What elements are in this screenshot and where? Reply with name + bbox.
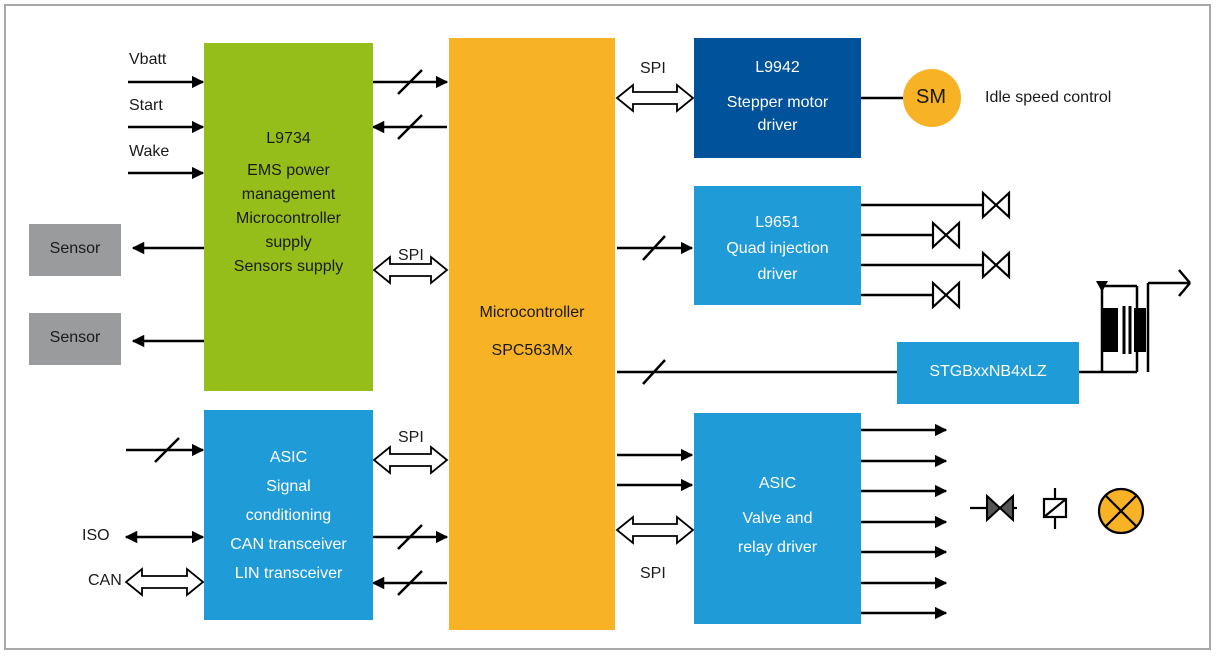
igbt-label: STGBxxNB4xLZ [929, 363, 1047, 380]
signal-asic-line: CAN transceiver [230, 536, 347, 553]
spi-label-power: SPI [398, 247, 424, 264]
spi-arrow-power [372, 255, 449, 285]
sensor-box-2: Sensor [29, 313, 121, 365]
power-block-line: Sensors supply [233, 258, 344, 275]
injection-line: L9651 [755, 214, 800, 231]
power-block-line: management [241, 186, 336, 203]
power-block-line: Microcontroller [236, 210, 341, 227]
injector-valve-icons [931, 190, 1011, 310]
signal-asic-line: LIN transceiver [234, 565, 343, 582]
signal-asic-line: conditioning [245, 507, 332, 524]
can-label: CAN [88, 572, 122, 589]
signal-asic-line: ASIC [269, 449, 308, 466]
vbatt-label: Vbatt [129, 51, 167, 68]
diagram-frame [4, 4, 1211, 650]
sensor-box-1: Sensor [29, 224, 121, 276]
motor-caption: Idle speed control [985, 89, 1112, 106]
spi-label-stepper: SPI [640, 60, 666, 77]
start-label: Start [129, 97, 163, 114]
injection-line: Quad injection [726, 240, 829, 257]
power-management-block: L9734 EMS power management Microcontroll… [204, 43, 373, 391]
iso-label: ISO [82, 527, 110, 544]
spi-arrow-signal [372, 445, 449, 475]
stepper-line [694, 79, 861, 91]
spi-arrow-stepper [615, 83, 695, 113]
microcontroller-block: Microcontroller SPC563Mx [449, 38, 615, 630]
power-block-line: supply [265, 234, 312, 251]
signal-asic-block: ASIC Signal conditioning CAN transceiver… [204, 410, 373, 620]
mcu-line: Microcontroller [479, 304, 585, 321]
stepper-line: driver [757, 117, 798, 134]
wake-label: Wake [129, 143, 170, 160]
power-block-line [204, 151, 373, 159]
motor-label: SM [916, 86, 946, 108]
signal-asic-line: Signal [266, 478, 311, 495]
mcu-line [449, 328, 615, 336]
igbt-block: STGBxxNB4xLZ [897, 342, 1079, 404]
injection-driver-block: L9651 Quad injection driver [694, 186, 861, 305]
spi-label-valve: SPI [640, 565, 666, 582]
solenoid-valve-icon [970, 493, 1017, 523]
can-arrow [124, 567, 205, 597]
spi-label-signal: SPI [398, 429, 424, 446]
stepper-motor-icon [903, 69, 961, 127]
valve-asic-line: ASIC [758, 475, 797, 492]
valve-asic-line: Valve and [742, 510, 813, 527]
stepper-line: Stepper motor [726, 94, 829, 111]
spi-arrow-valve [615, 515, 695, 545]
stepper-driver-block: L9942 Stepper motor driver [694, 38, 861, 158]
lamp-icon [1097, 487, 1145, 535]
power-block-line: EMS power [247, 162, 330, 179]
injection-line: driver [757, 266, 798, 283]
valve-asic-line: relay driver [737, 539, 818, 556]
ignition-coil-icon [1096, 281, 1146, 358]
power-block-line: L9734 [266, 130, 311, 147]
valve-asic-block: ASIC Valve and relay driver [694, 413, 861, 624]
mcu-line: SPC563Mx [491, 342, 573, 359]
sensor-label-2: Sensor [49, 329, 101, 346]
stepper-line: L9942 [755, 59, 800, 76]
sensor-label-1: Sensor [49, 240, 101, 257]
relay-icon [1042, 488, 1068, 529]
